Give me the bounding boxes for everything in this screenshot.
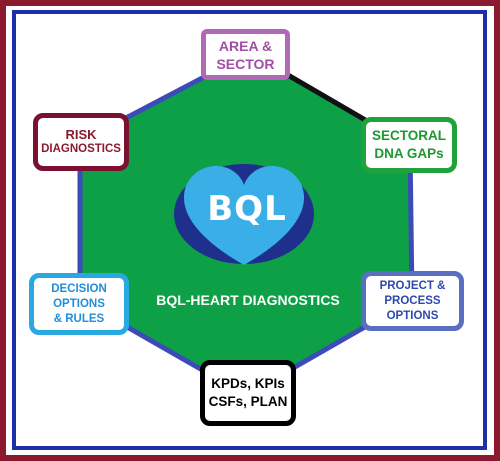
node-sectoral-dna-gaps: SECTORAL DNA GAPs [361, 117, 457, 173]
node-area-line2: SECTOR [216, 55, 275, 72]
node-risk-line1: RISK [65, 127, 97, 142]
node-area-sector: AREA & SECTOR [201, 29, 290, 80]
node-sectoral-line1: SECTORAL [371, 128, 446, 143]
node-kpd-line1: KPDs, KPIs [211, 376, 285, 391]
node-kpds-kpis: KPDs, KPIs CSFs, PLAN [200, 360, 296, 426]
node-risk-line2: DIAGNOSTICS [41, 143, 121, 155]
node-area-line1: AREA & [218, 37, 273, 54]
node-project-process-options: PROJECT & PROCESS OPTIONS [361, 271, 464, 331]
heart-icon [183, 165, 305, 265]
node-decision-options: DECISION OPTIONS & RULES [29, 273, 129, 335]
node-project-line1: PROJECT & [379, 279, 446, 292]
node-decision-line2: OPTIONS [53, 297, 105, 310]
center-title: BQL-HEART DIAGNOSTICS [156, 292, 340, 308]
node-project-line2: PROCESS [384, 294, 441, 307]
node-kpd-line2: CSFs, PLAN [208, 394, 288, 409]
node-sectoral-line2: DNA GAPs [374, 146, 444, 161]
heart-label: BQL [207, 189, 287, 229]
node-decision-line1: DECISION [51, 282, 107, 295]
node-risk-diagnostics: RISK DIAGNOSTICS [33, 113, 129, 171]
node-decision-line3: & RULES [53, 312, 105, 325]
node-project-line3: OPTIONS [386, 309, 439, 322]
